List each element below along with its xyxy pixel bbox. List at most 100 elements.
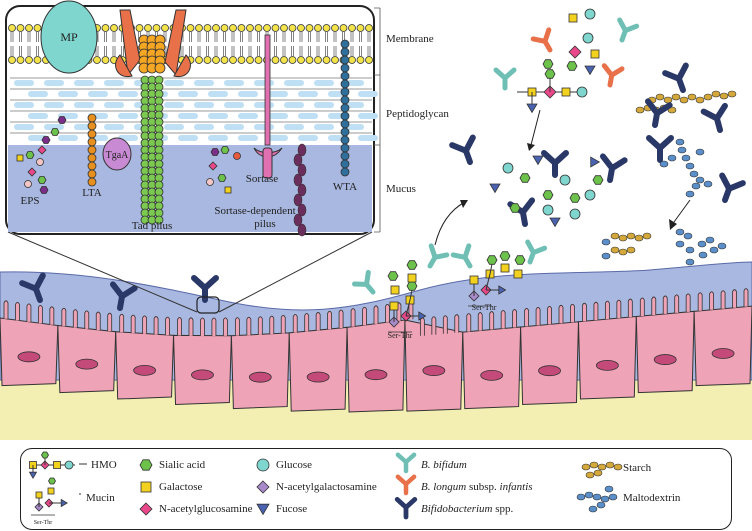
glycan-strand [224,102,244,108]
cell-nucleus [17,351,41,363]
microvillus [95,311,101,331]
glycan-strand [238,135,258,141]
legend-galactose: Galactose [159,481,203,493]
glycan-strand [194,80,214,86]
cell-nucleus [711,348,735,359]
microvillus [720,290,726,309]
starch-bead [727,90,737,98]
microvillus [512,309,518,328]
cell-nucleus [538,365,561,377]
maltodextrin-bead [691,182,701,190]
inset-mucus [8,145,372,232]
glucose-circle [584,8,596,20]
lipid-head [254,24,263,32]
wta-chain [340,39,350,177]
bond-line [409,289,413,301]
sialic-acid-hexagon [139,459,153,471]
legend-b-longum: B. longum subsp. infantis [421,481,533,493]
lipid-head [365,24,373,32]
wta-bead [340,63,350,73]
lipid-head [195,24,203,32]
glcnac-diamond [37,145,47,155]
b-bifidum-icon [522,242,545,265]
microvillus [234,317,240,336]
eps-unit [41,136,51,144]
pilin-subunit [297,223,307,237]
fucose-triangle [256,503,270,516]
lipid-head [280,56,288,64]
microvillus [489,311,495,330]
microvillus [385,303,390,323]
microvillus [280,314,286,334]
lipid-head [348,56,356,64]
maltodextrin-bead [675,240,685,248]
microvillus [362,306,367,326]
lipid-head [365,56,373,64]
microvillus [697,292,703,311]
microvillus [674,294,680,313]
cell-nucleus [191,369,214,381]
arrow-mucin-up [434,201,466,246]
glucose-circle [502,162,514,174]
microvillus [246,316,252,336]
glycan-strand [164,102,184,108]
pilin-subunit [297,183,307,197]
eps-glycans [16,116,67,194]
surface-glycans [206,146,241,194]
lipid-head [16,24,25,32]
sialic-acid-hexagon [499,251,511,261]
starch-bead [581,463,591,471]
starch-bead [679,96,689,104]
microvillus [373,305,379,324]
eps-unit [39,186,49,194]
lipid-head [339,24,348,32]
fucose-triangle [418,311,427,321]
glycan-strand [118,113,138,119]
glycan-strand [164,124,184,130]
lta-label: LTA [82,187,102,199]
microvillus [477,312,483,331]
maltodextrin-bead [685,162,695,170]
glycan-strand [14,102,34,108]
glycan-strand [14,124,34,130]
lta-bead [87,177,97,187]
b-bifidum-icon [453,246,478,271]
microvillus [130,314,136,334]
microvillus [72,309,78,328]
legend-starch: Starch [623,462,652,474]
sialic-acid-hexagon [37,176,47,184]
starch-bead [634,234,644,242]
sialic-acid-hexagon [592,175,604,185]
glycan-strand [284,124,304,130]
microvillus [442,315,448,334]
lipid-head [305,56,314,64]
pilin-subunit [293,213,303,227]
lipid-head [348,24,356,32]
maltodextrin-bead [601,252,611,260]
fucose-triangle [590,156,601,168]
maltodextrin-bead [601,238,611,246]
epithelial-cell [693,305,752,387]
b-bifidum-icon [422,246,447,271]
lta-bead [87,129,97,139]
glcnac-diamond [27,167,37,177]
epithelial-cell [462,326,522,410]
bifidobacterium-icon [715,176,743,204]
sortase [253,34,283,179]
glycan-unit [206,178,214,186]
glycan-strand [314,102,334,108]
legend-hmo: HMO [91,459,117,471]
bond-line [405,299,411,317]
microvillus [466,313,472,332]
maltodextrin-bead [689,170,699,178]
starch-bead [703,93,713,101]
glycan-strand [284,80,304,86]
lta-bead [87,169,97,179]
lipid-head [331,56,339,64]
cell-wall-inset: MP Tad pilus WTA LTA TgaA EPS Sortase [5,0,378,237]
galactose-square [513,269,523,279]
glycan-strand [14,80,34,86]
cell-nucleus [133,364,157,376]
glucose-circle [582,32,594,44]
microvillus [84,310,90,329]
